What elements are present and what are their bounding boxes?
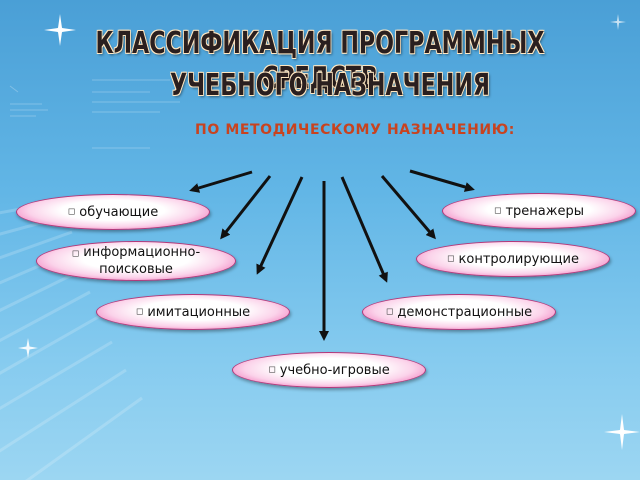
bullet-icon: ◻ [447,253,455,264]
arrow-to-imitatsionnye [256,176,304,275]
bullet-icon: ◻ [71,249,80,259]
node-demonstratsionnye: ◻демонстрационные [362,294,556,330]
bullet-icon: ◻ [268,364,276,375]
node-obuchayushchie: ◻обучающие [16,194,210,230]
node-label: контролирующие [458,251,579,267]
bullet-icon: ◻ [135,306,144,317]
bullet-icon: ◻ [494,205,502,216]
title-line-1: КЛАССИФИКАЦИЯ ПРОГРАММНЫХ СРЕДСТВ [95,26,545,96]
arrow-to-demonstratsionnye [340,176,388,283]
node-label-line2: поисковые [99,262,173,277]
node-kontroliruyushchie: ◻контролирующие [416,241,610,277]
node-label: учебно-игровые [279,362,390,378]
node-informatsionno-poiskovye: ◻информационно- поисковые [36,241,236,281]
arrow-to-obuchayushchie [189,170,253,193]
node-imitatsionnye: ◻имитационные [96,294,290,330]
node-label: информационно- [83,245,201,260]
arrow-to-kontroliruyushchie [380,175,436,240]
title-line-2: УЧЕБНОГО НАЗНАЧЕНИЯ [169,68,490,103]
node-uchebno-igrovye: ◻учебно-игровые [232,352,426,388]
bullet-icon: ◻ [385,306,394,317]
node-label: тренажеры [505,203,584,219]
node-label: имитационные [147,304,251,320]
node-trenazhery: ◻тренажеры [442,193,636,229]
subtitle: ПО МЕТОДИЧЕСКОМУ НАЗНАЧЕНИЮ: [195,122,515,138]
bullet-icon: ◻ [67,206,76,217]
arrow-to-trenazhery [409,169,475,192]
sparkle-icon [18,14,640,450]
node-label: демонстрационные [397,304,533,320]
node-label: обучающие [79,204,159,220]
arrow-to-informatsionno [220,175,272,240]
